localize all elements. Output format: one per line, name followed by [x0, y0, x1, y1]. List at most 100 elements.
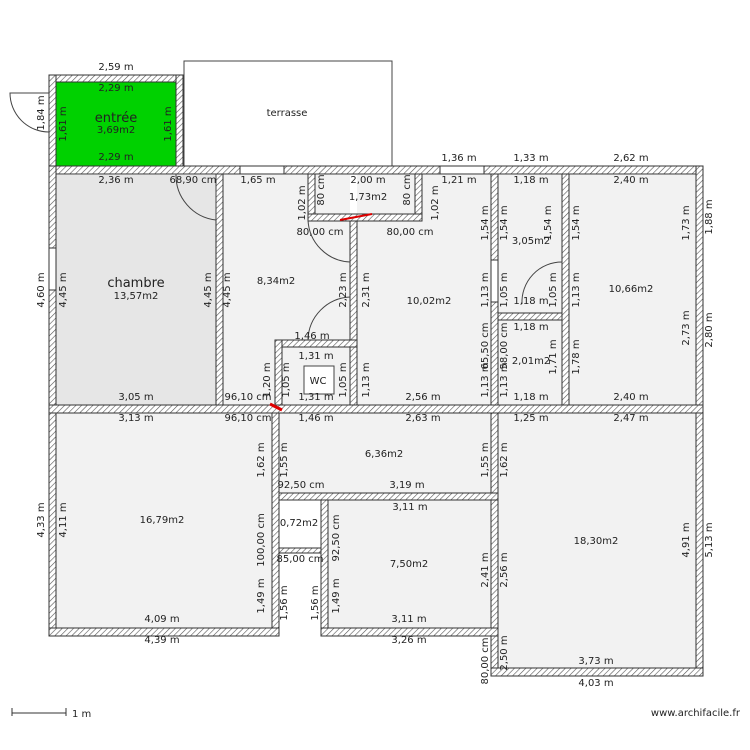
chambre-name: chambre: [107, 276, 164, 291]
dimension-label: 4,45 m: [58, 272, 69, 307]
room-201-area: 2,01m2: [512, 356, 550, 367]
dimension-label: 96,10 cm: [224, 392, 271, 403]
dimension-label: 80,00 cm: [296, 227, 343, 238]
dimension-label: 1,55 m: [279, 442, 290, 477]
dimension-label: 1,18 m: [513, 392, 548, 403]
dimension-label: 1,13 m: [499, 362, 510, 397]
dimension-label: 1,13 m: [361, 362, 372, 397]
floor-room-201: [498, 320, 562, 405]
floor-room-636: [279, 413, 491, 493]
dimension-label: 4,39 m: [144, 635, 179, 646]
dimension-label: 1,49 m: [256, 578, 267, 613]
dimension-label: 1,36 m: [441, 153, 476, 164]
room-1066-area: 10,66m2: [609, 284, 654, 295]
dimension-label: 100,00 cm: [256, 513, 267, 566]
window: [48, 247, 57, 291]
red-marker: [269, 402, 283, 412]
dimension-label: 1,02 m: [297, 185, 308, 220]
dimension-label: 1,46 m: [294, 331, 329, 342]
dimension-label: 1,13 m: [480, 362, 491, 397]
dimension-label: 1,18 m: [513, 322, 548, 333]
scale-label: 1 m: [72, 709, 91, 720]
dimension-label: 1,31 m: [298, 351, 333, 362]
dimension-label: 2,59 m: [98, 62, 133, 73]
dimension-label: 1,25 m: [513, 413, 548, 424]
door-swings: [9, 92, 563, 341]
room-1002-area: 10,02m2: [407, 296, 452, 307]
window: [439, 165, 485, 175]
dimension-label: 2,23 m: [338, 272, 349, 307]
dimension-label: 5,13 m: [704, 522, 715, 557]
dimension-label: 2,50 m: [499, 635, 510, 670]
dimension-label: 92,50 cm: [331, 514, 342, 561]
dimension-label: 1,05 m: [499, 272, 510, 307]
chambre-area: 13,57m2: [114, 291, 159, 302]
room-1679-area: 16,79m2: [140, 515, 185, 526]
room-834-area: 8,34m2: [257, 276, 295, 287]
dimension-label: 4,11 m: [58, 502, 69, 537]
dimension-label: 1,54 m: [480, 205, 491, 240]
dimension-label: 80 cm: [316, 174, 327, 205]
dimension-label: 1,18 m: [513, 296, 548, 307]
dimension-label: 92,50 cm: [277, 480, 324, 491]
dimension-label: 2,62 m: [613, 153, 648, 164]
dimension-label: 80,00 cm: [386, 227, 433, 238]
dimension-label: 1,31 m: [298, 392, 333, 403]
dimension-label: 1,62 m: [256, 442, 267, 477]
dimension-label: 1,20 m: [262, 362, 273, 397]
dimension-label: 2,31 m: [361, 272, 372, 307]
floor-chambre: [56, 175, 216, 405]
dimension-label: 4,09 m: [144, 614, 179, 625]
dimension-label: 1,55 m: [480, 442, 491, 477]
dimension-label: 1,78 m: [571, 339, 582, 374]
dimension-label: 58,00 cm: [499, 322, 510, 369]
entree-name: entrée: [95, 111, 137, 126]
red-marker: [339, 213, 373, 221]
dimension-label: 3,11 m: [392, 502, 427, 513]
dimension-label: 1,88 m: [704, 199, 715, 234]
dimension-label: 2,73 m: [681, 310, 692, 345]
dimension-label: 3,11 m: [391, 614, 426, 625]
room-636-area: 6,36m2: [365, 449, 403, 460]
window: [490, 259, 499, 303]
dimension-label: 3,19 m: [389, 480, 424, 491]
terrasse-name: terrasse: [267, 108, 308, 119]
dimension-label: 1,13 m: [480, 272, 491, 307]
dimension-label: 4,91 m: [681, 522, 692, 557]
dimension-label: 1,05 m: [548, 272, 559, 307]
dimension-label: 2,56 m: [499, 552, 510, 587]
dimension-label: 2,36 m: [98, 175, 133, 186]
floor-room-1679: [56, 413, 272, 628]
dimension-label: 1,84 m: [36, 95, 47, 130]
dimension-label: 2,40 m: [613, 175, 648, 186]
dimension-label: 2,63 m: [405, 413, 440, 424]
dimension-label: 1,49 m: [331, 578, 342, 613]
dimension-label: 85,00 cm: [276, 554, 323, 565]
dimension-label: 2,80 m: [704, 312, 715, 347]
dimension-label: 2,29 m: [98, 83, 133, 94]
dimension-label: 1,02 m: [430, 185, 441, 220]
dimension-label: 4,33 m: [36, 502, 47, 537]
room-750-area: 7,50m2: [390, 559, 428, 570]
room-1830-area: 18,30m2: [574, 536, 619, 547]
dimension-label: 1,61 m: [163, 106, 174, 141]
dimension-label: 2,29 m: [98, 152, 133, 163]
entree-area: 3,69m2: [97, 125, 135, 136]
dimension-label: 96,10 cm: [224, 413, 271, 424]
dimension-label: 1,33 m: [513, 153, 548, 164]
dimension-label: 2,00 m: [350, 175, 385, 186]
floor-room-750: [328, 500, 491, 628]
dimension-label: 2,41 m: [480, 552, 491, 587]
dimension-label: 3,13 m: [118, 413, 153, 424]
dimension-label: 1,54 m: [543, 205, 554, 240]
dimension-label: 1,54 m: [571, 205, 582, 240]
terrasse-area: [183, 60, 393, 167]
dimension-label: 80,00 cm: [480, 637, 491, 684]
room-173-area: 1,73m2: [349, 192, 387, 203]
dimension-label: 1,56 m: [279, 585, 290, 620]
dimension-label: 1,62 m: [499, 442, 510, 477]
dimension-label: 1,13 m: [571, 272, 582, 307]
floor-room-305: [498, 175, 562, 315]
